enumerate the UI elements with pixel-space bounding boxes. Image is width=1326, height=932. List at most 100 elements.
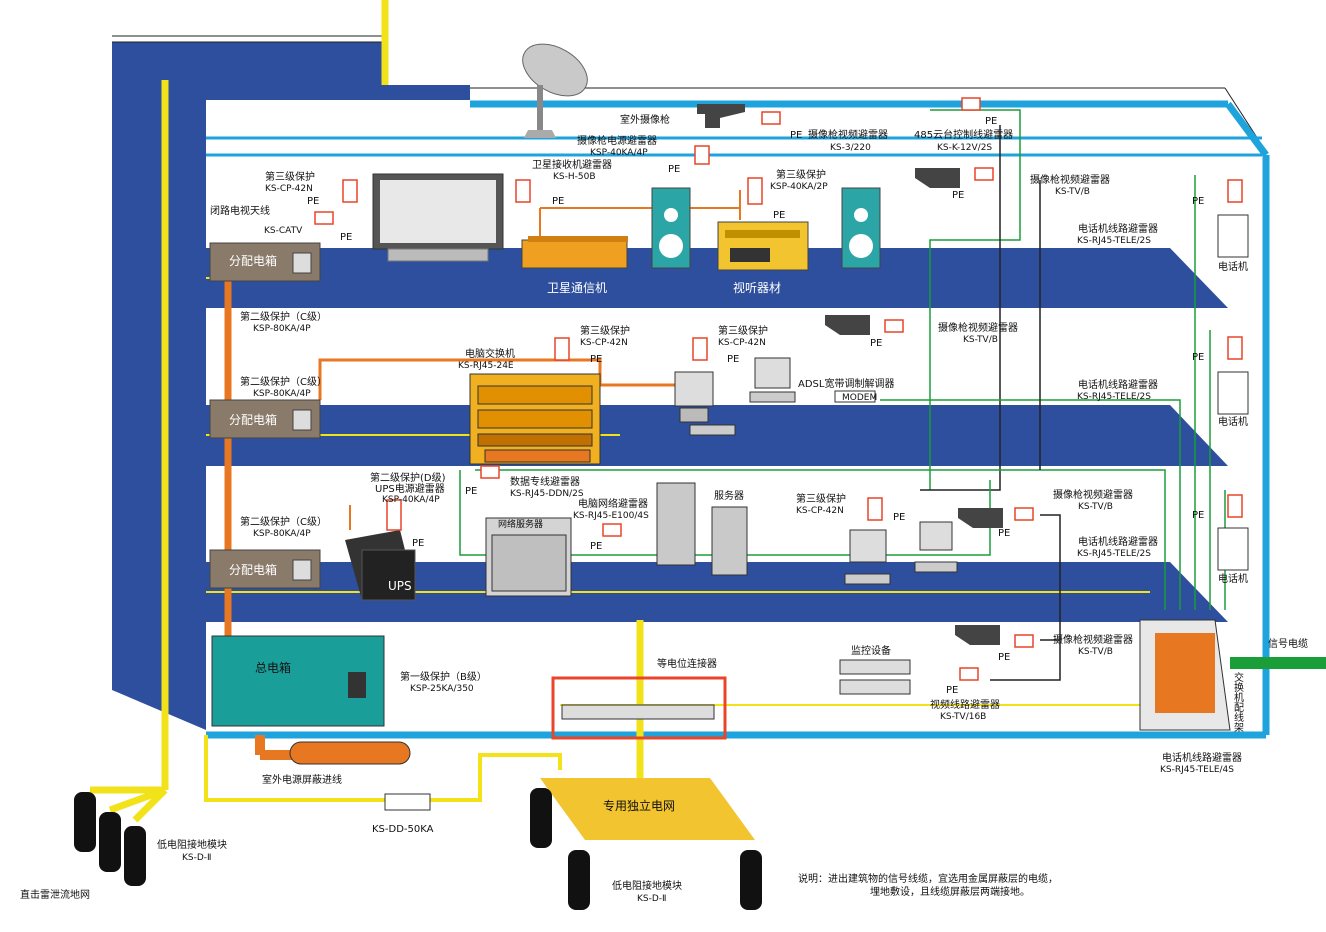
ups-icon	[345, 530, 416, 601]
label-outdoor-power-cable: 室外电源屏蔽进线	[262, 773, 342, 786]
floor-3	[206, 248, 1228, 308]
label-data-line-arrester-model: KS-RJ45-DDN/2S	[510, 489, 584, 499]
label-av-equip: 视听器材	[733, 280, 781, 295]
speaker-right-icon	[841, 187, 881, 269]
satellite-dish-icon	[522, 43, 588, 138]
label-dist-box-1: 分配电箱	[229, 562, 277, 577]
label-phone-1: 电话机	[1218, 260, 1248, 273]
label-pe-ups: PE	[412, 538, 424, 549]
equipotential-bar	[551, 676, 727, 740]
main-power-box	[211, 635, 385, 727]
building-top-wall	[112, 42, 470, 100]
label-grounding-module-c-model: KS-D-Ⅱ	[637, 894, 666, 904]
label-pe-ptz: PE	[985, 116, 997, 127]
label-video-line-arrester: 视频线路避雷器	[930, 698, 1000, 711]
label-pe-camtop: PE	[790, 130, 802, 141]
label-equipotential: 等电位连接器	[657, 657, 717, 670]
label-pc-switch-model: KS-RJ45-24E	[458, 361, 514, 371]
label-sat-comm: 卫星通信机	[547, 281, 607, 295]
label-pe-3l4: PE	[727, 354, 739, 365]
modem-icon	[834, 390, 876, 403]
label-dist-box-2: 分配电箱	[229, 412, 277, 427]
label-second-level-2: 第二级保护（C级）	[240, 375, 327, 388]
label-pe-phone1: PE	[1192, 196, 1204, 207]
label-main-box: 总电箱	[255, 660, 291, 675]
label-pc-switch: 电脑交换机	[465, 347, 515, 360]
av-amplifier-icon	[717, 221, 809, 271]
label-phone-arrester-3: 电话机线路避雷器	[1078, 535, 1158, 548]
label-sat-recv-arrester-model: KS-H-50B	[553, 172, 596, 182]
label-pe-3l2: PE	[773, 210, 785, 221]
label-third-level-3: 第三级保护	[580, 324, 630, 337]
label-adsl: ADSL宽带调制解调器	[798, 377, 894, 390]
desktop-computer-icon-1	[674, 371, 736, 436]
label-pe-3l1: PE	[307, 196, 319, 207]
label-third-level-3-model: KS-CP-42N	[580, 338, 628, 348]
note-line-1: 说明：进出建筑物的信号线缆，宜选用金属屏蔽层的电缆，	[798, 872, 1058, 885]
label-phone-arrester-2-model: KS-RJ45-TELE/2S	[1077, 392, 1151, 402]
arrester-icons	[314, 97, 1243, 681]
label-cam-video-arrester-r4: 摄像枪视频避雷器	[1053, 633, 1133, 646]
label-second-level-1-model: KSP-80KA/4P	[253, 324, 311, 334]
network-server-icon	[485, 517, 572, 597]
label-third-level-1: 第三级保护	[265, 170, 315, 183]
label-first-level: 第一级保护（B级）	[400, 670, 487, 683]
label-cam-video-arrester-r3: 摄像枪视频避雷器	[1053, 488, 1133, 501]
label-third-level-4-model: KS-CP-42N	[718, 338, 766, 348]
label-third-level-4: 第三级保护	[718, 324, 768, 337]
label-first-level-model: KSP-25KA/350	[410, 684, 474, 694]
label-cam-video-arrester-r2-model: KS-TV/B	[963, 335, 998, 345]
server-icon	[711, 506, 748, 576]
label-data-line-arrester: 数据专线避雷器	[510, 475, 580, 488]
label-phone-arrester-2: 电话机线路避雷器	[1078, 378, 1158, 391]
label-net-arrester: 电脑网络避雷器	[578, 497, 648, 510]
speaker-left-icon	[651, 187, 691, 269]
label-net-server: 网络服务器	[498, 518, 543, 530]
shielded-power-cable	[289, 741, 411, 765]
label-pe-r3: PE	[998, 528, 1010, 539]
label-cam-power-arrester: 摄像枪电源避雷器	[577, 134, 657, 147]
label-phone-arrester-4-model: KS-RJ45-TELE/4S	[1160, 765, 1234, 775]
label-cam-video-arrester-r3-model: KS-TV/B	[1078, 502, 1113, 512]
label-direct-lightning-grid: 直击雷泄流地网	[20, 888, 90, 901]
label-pe-sat: PE	[552, 196, 564, 207]
label-ups-arrester-title: 第二级保护(D级)	[370, 471, 446, 484]
pc-switch-rack-icon	[469, 373, 601, 465]
label-pe-cam-power: PE	[668, 164, 680, 175]
label-phone-arrester-1-model: KS-RJ45-TELE/2S	[1077, 236, 1151, 246]
label-server: 服务器	[714, 489, 744, 502]
label-pe-data: PE	[465, 486, 477, 497]
desktop-computer-icon-4	[914, 521, 958, 573]
grounding-rod-icons	[74, 788, 762, 910]
tower-server-icon	[656, 482, 696, 566]
building-left-wall	[112, 42, 206, 730]
label-third-level-2: 第三级保护	[776, 168, 826, 181]
label-ptz-arrester: 485云台控制线避雷器	[914, 128, 1013, 141]
satellite-receiver-icon	[521, 236, 628, 269]
tv-monitor-icon	[372, 173, 504, 262]
camera-icons	[697, 104, 1003, 645]
label-second-level-1: 第二级保护（C级）	[240, 310, 327, 323]
label-second-level-3-model: KSP-80KA/4P	[253, 529, 311, 539]
dd-device-icon	[384, 793, 431, 811]
labels: 室外摄像枪 PE PE 摄像枪电源避雷器 KSP-40KA/4P 摄像枪视频避雷…	[20, 113, 1308, 904]
label-cam-video-arrester-r2: 摄像枪视频避雷器	[938, 321, 1018, 334]
desktop-computer-icon-3	[844, 529, 891, 585]
label-ups-arrester-model: KSP-40KA/4P	[382, 495, 440, 505]
monitoring-equipment-icon	[839, 659, 911, 695]
label-third-level-5: 第三级保护	[796, 492, 846, 505]
phone-icons	[1217, 214, 1249, 571]
note-line-2: 埋地敷设，且线缆屏蔽层两端接地。	[870, 885, 1030, 898]
label-ups-arrester: UPS电源避雷器	[375, 482, 445, 495]
label-grounding-module-l-model: KS-D-Ⅱ	[182, 853, 211, 863]
label-cam-video-arrester-top-model: KS-3/220	[830, 143, 871, 153]
label-pe-r1: PE	[952, 190, 964, 201]
desktop-computer-icon-2	[749, 357, 796, 403]
label-third-level-2-model: KSP-40KA/2P	[770, 182, 828, 192]
label-third-level-1-model: KS-CP-42N	[265, 184, 313, 194]
label-dedicated-grid: 专用独立电网	[603, 798, 675, 813]
label-pe-r2: PE	[870, 338, 882, 349]
label-cam-video-arrester-r1-model: KS-TV/B	[1055, 187, 1090, 197]
label-grounding-module-c: 低电阻接地模块	[612, 879, 682, 892]
label-phone-arrester-1: 电话机线路避雷器	[1078, 222, 1158, 235]
